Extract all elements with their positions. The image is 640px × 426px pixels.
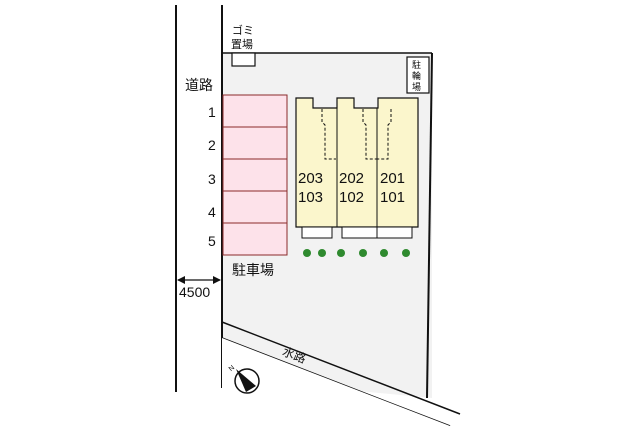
tree-icon: [303, 249, 311, 257]
bicycle-parking: [406, 56, 430, 94]
unit-103-label: 103: [298, 189, 323, 206]
unit-102-label: 102: [339, 189, 364, 206]
tree-icon: [402, 249, 410, 257]
garbage-label-line2: 置場: [231, 38, 253, 51]
tree-icon: [318, 249, 326, 257]
tree-icon: [380, 249, 388, 257]
unit-101-label: 101: [380, 189, 405, 206]
parking-area: [222, 94, 288, 256]
road-width-label: 4500: [179, 284, 210, 300]
parking-space-2: [222, 126, 288, 160]
unit-203-label: 203: [298, 170, 323, 187]
unit-202-label: 202: [339, 170, 364, 187]
bicycle-parking-char-3: 場: [412, 81, 421, 93]
parking-label: 駐車場: [232, 262, 274, 279]
lot-right-edge: [426, 52, 433, 399]
parking-space-3: [222, 158, 288, 192]
below-waterway: [222, 338, 640, 426]
parking-space-5: [222, 222, 288, 256]
north-label: N: [228, 364, 236, 373]
waterway-line-upper: [221, 321, 461, 415]
unit-201-label: 201: [380, 170, 405, 187]
parking-space-1: [222, 94, 288, 128]
bicycle-parking-char-2: 輪: [412, 70, 421, 82]
trees: [303, 249, 410, 257]
parking-number-1: 1: [208, 104, 216, 120]
parking-number-2: 2: [208, 137, 216, 153]
tree-icon: [359, 249, 367, 257]
road-label: 道路: [185, 78, 213, 94]
garbage-area: [231, 52, 256, 67]
tree-icon: [337, 249, 345, 257]
garbage-label-line1: ゴミ: [232, 23, 254, 37]
parking-space-4: [222, 190, 288, 224]
north-arrow-icon: N: [228, 364, 260, 394]
parking-number-3: 3: [208, 171, 216, 187]
parking-number-4: 4: [208, 204, 216, 220]
apartment-building: [295, 97, 419, 239]
arrow-left-icon: [177, 276, 185, 284]
arrow-right-icon: [213, 276, 221, 284]
bicycle-parking-char-1: 駐: [412, 59, 421, 71]
parking-number-5: 5: [208, 233, 216, 249]
